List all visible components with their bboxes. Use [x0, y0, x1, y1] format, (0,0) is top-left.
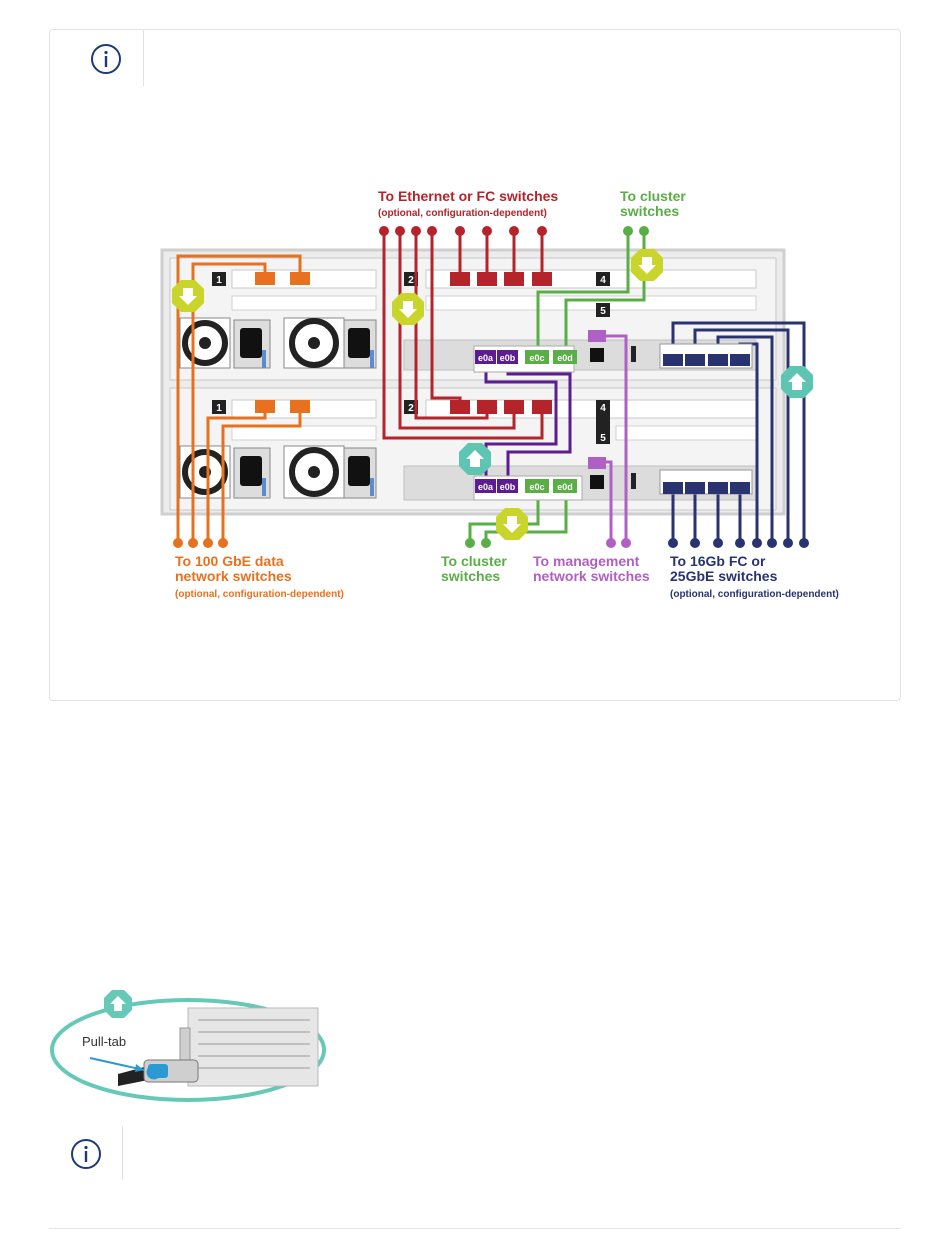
fan-icon	[283, 445, 345, 499]
cabling-diagram: 1 2 4 5 1 2 4 5	[160, 188, 839, 600]
fan-icon	[283, 317, 345, 369]
note-separator	[122, 1126, 123, 1180]
svg-text:e0c: e0c	[529, 353, 544, 363]
note-box	[49, 29, 901, 701]
ethernet-switches-sublabel: (optional, configuration-dependent)	[378, 208, 547, 219]
footer-rule	[49, 1228, 901, 1229]
slot-number: 1	[216, 275, 222, 286]
port-e0c: e0c	[525, 479, 549, 493]
management-switches-label: To management	[533, 553, 640, 569]
pull-up-icon	[781, 366, 813, 398]
svg-text:e0b: e0b	[500, 482, 516, 492]
port-e0b: e0b	[497, 350, 518, 364]
slot-number: 4	[600, 403, 606, 414]
pull-up-icon	[459, 443, 491, 475]
port-e0d: e0d	[553, 350, 577, 364]
fc-switches-sublabel: (optional, configuration-dependent)	[670, 589, 839, 600]
slot-number: 5	[600, 433, 606, 444]
slot-number: 2	[408, 403, 414, 414]
port-e0c: e0c	[525, 350, 549, 364]
cluster-switches-bottom-label: To cluster	[441, 553, 507, 569]
data-switches-label: network switches	[175, 568, 292, 584]
svg-text:e0d: e0d	[557, 482, 573, 492]
power-supply-icon	[343, 447, 377, 499]
power-supply-icon	[343, 319, 377, 369]
port-e0d: e0d	[553, 479, 577, 493]
pull-tab-illustration: Pull-tab	[50, 990, 326, 1102]
cluster-switches-bottom-label: switches	[441, 568, 500, 584]
svg-text:e0d: e0d	[557, 353, 573, 363]
slot-number: 2	[408, 275, 414, 286]
cluster-switches-top-label: To cluster	[620, 188, 686, 204]
slot-number: 4	[600, 275, 606, 286]
info-icon	[71, 1139, 101, 1169]
data-switches-sublabel: (optional, configuration-dependent)	[175, 589, 344, 600]
cluster-switches-top-label: switches	[620, 203, 679, 219]
pull-down-icon	[172, 280, 204, 312]
note-separator	[143, 30, 144, 86]
pull-down-icon	[496, 508, 528, 540]
slot-number: 5	[600, 306, 606, 317]
fc-switches-label: To 16Gb FC or	[670, 553, 766, 569]
power-supply-icon	[233, 447, 271, 499]
pull-down-icon	[392, 293, 424, 325]
data-switches-label: To 100 GbE data	[175, 553, 284, 569]
svg-text:e0b: e0b	[500, 353, 516, 363]
svg-text:e0a: e0a	[478, 482, 494, 492]
fan-icon	[179, 317, 231, 369]
port-e0a: e0a	[475, 479, 496, 493]
pull-up-icon	[104, 990, 132, 1018]
power-supply-icon	[233, 319, 271, 369]
slot-number: 1	[216, 403, 222, 414]
svg-text:e0a: e0a	[478, 353, 494, 363]
fc-switches-label: 25GbE switches	[670, 568, 778, 584]
pull-down-icon	[631, 249, 663, 281]
info-icon	[91, 44, 121, 74]
port-e0a: e0a	[475, 350, 496, 364]
pull-tab-label: Pull-tab	[82, 1034, 126, 1049]
port-e0b: e0b	[497, 479, 518, 493]
svg-text:e0c: e0c	[529, 482, 544, 492]
ethernet-switches-label: To Ethernet or FC switches	[378, 188, 558, 204]
management-switches-label: network switches	[533, 568, 650, 584]
